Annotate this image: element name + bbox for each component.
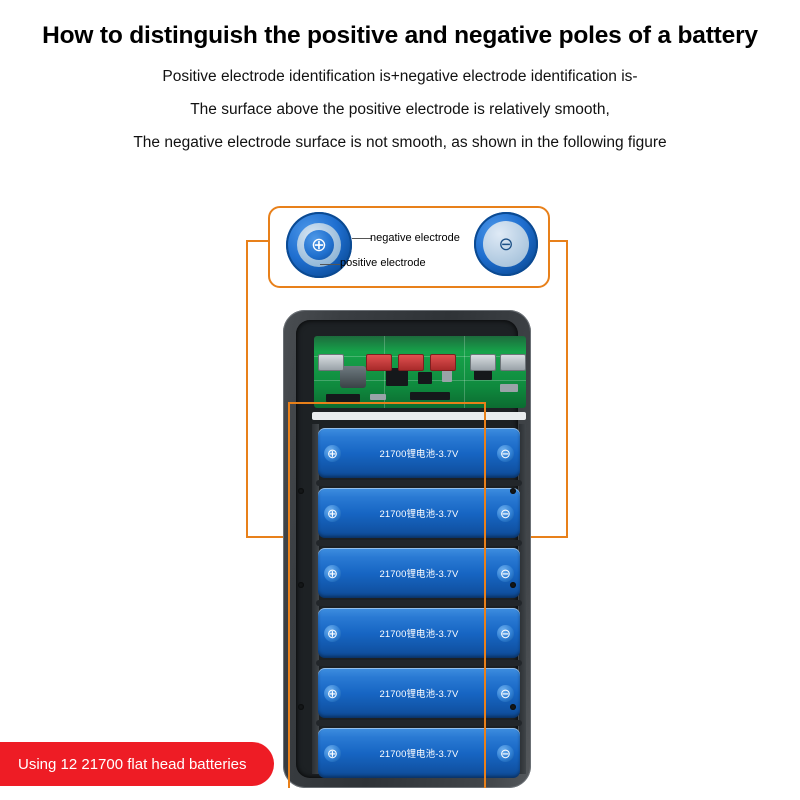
plus-icon: ⊕: [324, 444, 341, 462]
right-rail: [519, 424, 526, 774]
plus-icon: ⊕: [324, 744, 341, 762]
terminal-highlight-left: [288, 402, 290, 788]
slot-divider: [316, 600, 522, 606]
terminal-highlight-right: [484, 402, 486, 788]
bottom-banner: Using 12 21700 flat head batteries: [0, 742, 274, 786]
screw-dot: [298, 704, 304, 710]
screw-dot: [510, 582, 516, 588]
slot-divider: [316, 660, 522, 666]
minus-icon: ⊖: [497, 624, 514, 642]
page-title: How to distinguish the positive and nega…: [42, 22, 758, 49]
callout-line-left-vertical: [246, 240, 248, 538]
battery-row: ⊕ 21700锂电池-3.7V ⊖: [318, 488, 520, 538]
battery-label: 21700锂电池-3.7V: [379, 749, 459, 760]
white-separator-strip: [312, 412, 526, 420]
terminal-highlight-left-top: [288, 402, 486, 404]
battery-label: 21700锂电池-3.7V: [379, 689, 459, 700]
plus-icon: ⊕: [304, 230, 334, 260]
minus-icon: ⊖: [497, 744, 514, 762]
battery-row: ⊕ 21700锂电池-3.7V ⊖: [318, 548, 520, 598]
usb-port-a: [318, 354, 344, 371]
header-line-2: The surface above the positive electrode…: [190, 101, 610, 118]
screw-dot: [298, 488, 304, 494]
power-bank-cavity: ⊕ 21700锂电池-3.7V ⊖ ⊕ 21700锂电池-3.7V ⊖ ⊕ 21…: [296, 320, 526, 778]
screw-dot: [510, 488, 516, 494]
plus-icon: ⊕: [324, 624, 341, 642]
plus-icon: ⊕: [324, 504, 341, 522]
battery-row: ⊕ 21700锂电池-3.7V ⊖: [318, 608, 520, 658]
positive-cell-endview: ⊕: [286, 212, 352, 278]
header-line-3: The negative electrode surface is not sm…: [133, 134, 667, 151]
battery-label: 21700锂电池-3.7V: [379, 569, 459, 580]
negative-cell-endview: ⊖: [474, 212, 538, 276]
usb-port-c: [470, 354, 496, 371]
usb-port-red-2: [398, 354, 424, 371]
slot-divider: [316, 540, 522, 546]
negative-electrode-label: negative electrode: [370, 232, 460, 244]
usb-port-red-3: [430, 354, 456, 371]
plus-icon: ⊕: [324, 684, 341, 702]
screw-dot: [510, 704, 516, 710]
minus-icon: ⊖: [497, 444, 514, 462]
battery-label: 21700锂电池-3.7V: [379, 509, 459, 520]
circuit-board: [314, 336, 526, 408]
battery-label: 21700锂电池-3.7V: [379, 629, 459, 640]
header-line-1: Positive electrode identification is+neg…: [162, 68, 638, 85]
battery-row: ⊕ 21700锂电池-3.7V ⊖: [318, 428, 520, 478]
positive-electrode-label: positive electrode: [340, 257, 426, 269]
positive-leader-line: [320, 264, 340, 265]
callout-line-right-vertical: [566, 240, 568, 538]
slot-divider: [316, 480, 522, 486]
callout-line-left-top: [246, 240, 270, 242]
inductor-coil: [340, 366, 366, 388]
minus-icon: ⊖: [483, 221, 529, 267]
minus-icon: ⊖: [497, 504, 514, 522]
callout-line-right-top: [544, 240, 568, 242]
battery-slot-area: ⊕ 21700锂电池-3.7V ⊖ ⊕ 21700锂电池-3.7V ⊖ ⊕ 21…: [312, 424, 526, 778]
left-rail: [312, 424, 319, 774]
plus-icon: ⊕: [324, 564, 341, 582]
bottom-banner-text: Using 12 21700 flat head batteries: [18, 755, 247, 773]
battery-label: 21700锂电池-3.7V: [379, 449, 459, 460]
battery-row: ⊕ 21700锂电池-3.7V ⊖: [318, 728, 520, 778]
minus-icon: ⊖: [497, 684, 514, 702]
minus-icon: ⊖: [497, 564, 514, 582]
screw-dot: [298, 582, 304, 588]
usb-port-micro: [500, 354, 526, 371]
power-bank-shell: ⊕ 21700锂电池-3.7V ⊖ ⊕ 21700锂电池-3.7V ⊖ ⊕ 21…: [283, 310, 531, 788]
negative-leader-line: [352, 238, 372, 239]
slot-divider: [316, 720, 522, 726]
usb-port-red-1: [366, 354, 392, 371]
battery-row: ⊕ 21700锂电池-3.7V ⊖: [318, 668, 520, 718]
